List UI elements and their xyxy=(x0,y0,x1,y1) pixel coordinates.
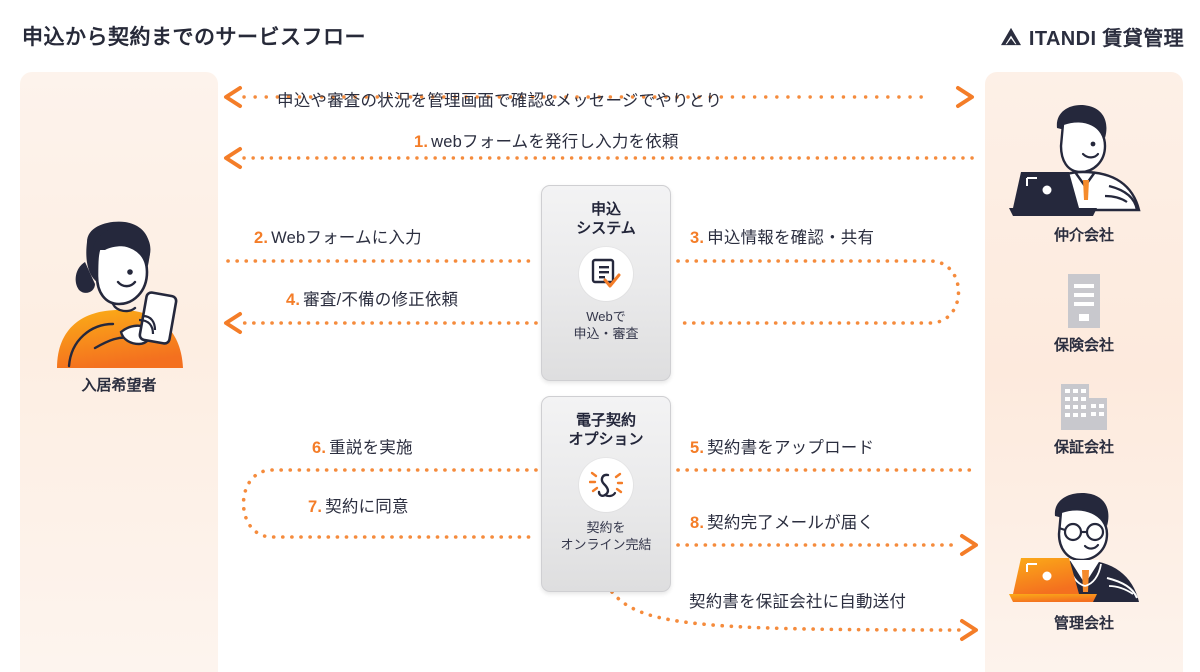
flow-label-3: 3.申込情報を確認・共有 xyxy=(690,224,874,248)
actor-label-guarantor: 保証会社 xyxy=(1053,439,1114,456)
actor-guarantor: 保証会社 xyxy=(985,380,1183,457)
flow-text-2: Webフォームに入力 xyxy=(271,229,422,247)
document-building-icon xyxy=(1068,274,1100,328)
flow-text-7: 契約に同意 xyxy=(325,498,409,516)
flow-label-6: 6.重説を実施 xyxy=(312,434,413,458)
flow-label-2: 2.Webフォームに入力 xyxy=(254,224,422,248)
brand-logo: ITANDI 賃貸管理 xyxy=(1000,22,1184,51)
flow-num-2: 2. xyxy=(254,229,269,247)
actor-label-management: 管理会社 xyxy=(1053,615,1114,632)
signature-pen-icon-wrap xyxy=(579,458,633,513)
flow-num-1: 1. xyxy=(414,133,429,151)
document-check-icon xyxy=(591,259,621,288)
flow-text-6: 重説を実施 xyxy=(329,439,413,457)
card-subtitle-contract: 契約を オンライン完結 xyxy=(560,520,652,553)
card-title-contract: 電子契約 オプション xyxy=(568,412,644,449)
itandi-triangle-logo-icon xyxy=(1000,27,1021,45)
flow-label-8: 8.契約完了メールが届く xyxy=(690,509,874,533)
right-actor-panel: 仲介会社 保険会社 xyxy=(985,72,1183,672)
actor-label-tenant: 入居希望者 xyxy=(81,377,157,394)
flow-text-auto-send: 契約書を保証会社に自動送付 xyxy=(689,593,907,611)
actor-management: 管理会社 xyxy=(985,490,1183,633)
flow-label-7: 7.契約に同意 xyxy=(308,493,409,517)
signature-pen-icon xyxy=(589,472,623,498)
flow-num-8: 8. xyxy=(690,514,705,532)
page-title: 申込から契約までのサービスフロー xyxy=(22,26,366,49)
flow-label-5: 5.契約書をアップロード xyxy=(690,434,874,458)
office-building-icon xyxy=(1061,384,1107,430)
document-check-icon-wrap xyxy=(579,247,633,302)
flow-label-1: 1.webフォームを発行し入力を依頼 xyxy=(414,128,679,152)
flow-text-status: 申込や審査の状況を管理画面で確認&メッセージでやりとり xyxy=(277,92,723,110)
flow-label-auto-send: 契約書を保証会社に自動送付 xyxy=(686,588,906,612)
flow-num-3: 3. xyxy=(690,229,705,247)
flow-label-4: 4.審査/不備の修正依頼 xyxy=(286,286,458,310)
actor-label-broker: 仲介会社 xyxy=(1053,227,1114,244)
person-at-laptop-illustration xyxy=(1009,104,1141,216)
card-subtitle-apply: Webで 申込・審査 xyxy=(573,309,639,342)
flow-num-7: 7. xyxy=(308,498,323,516)
flow-text-1: webフォームを発行し入力を依頼 xyxy=(431,133,679,151)
card-e-contract-option[interactable]: 電子契約 オプション 契約を オンライン完結 xyxy=(541,396,671,592)
left-actor-panel: 入居希望者 xyxy=(20,72,218,672)
actor-tenant: 入居希望者 xyxy=(20,220,218,395)
flow-num-4: 4. xyxy=(286,291,301,309)
actor-insurance: 保険会社 xyxy=(985,272,1183,355)
flow-text-4: 審査/不備の修正依頼 xyxy=(303,291,459,309)
actor-label-insurance: 保険会社 xyxy=(1053,337,1114,354)
flow-num-6: 6. xyxy=(312,439,327,457)
card-title-apply: 申込 システム xyxy=(576,201,636,238)
woman-with-smartphone-illustration xyxy=(57,221,183,368)
flow-num-5: 5. xyxy=(690,439,705,457)
person-glasses-orange-laptop-illustration xyxy=(1009,492,1139,602)
flow-text-5: 契約書をアップロード xyxy=(707,439,875,457)
card-apply-system[interactable]: 申込 システム Webで 申込・審査 xyxy=(541,185,671,381)
flow-text-8: 契約完了メールが届く xyxy=(707,514,875,532)
flow-label-status: 申込や審査の状況を管理画面で確認&メッセージでやりとり xyxy=(274,87,722,111)
brand-text: ITANDI 賃貸管理 xyxy=(1028,28,1184,50)
actor-broker: 仲介会社 xyxy=(985,100,1183,245)
flow-text-3: 申込情報を確認・共有 xyxy=(707,229,875,247)
